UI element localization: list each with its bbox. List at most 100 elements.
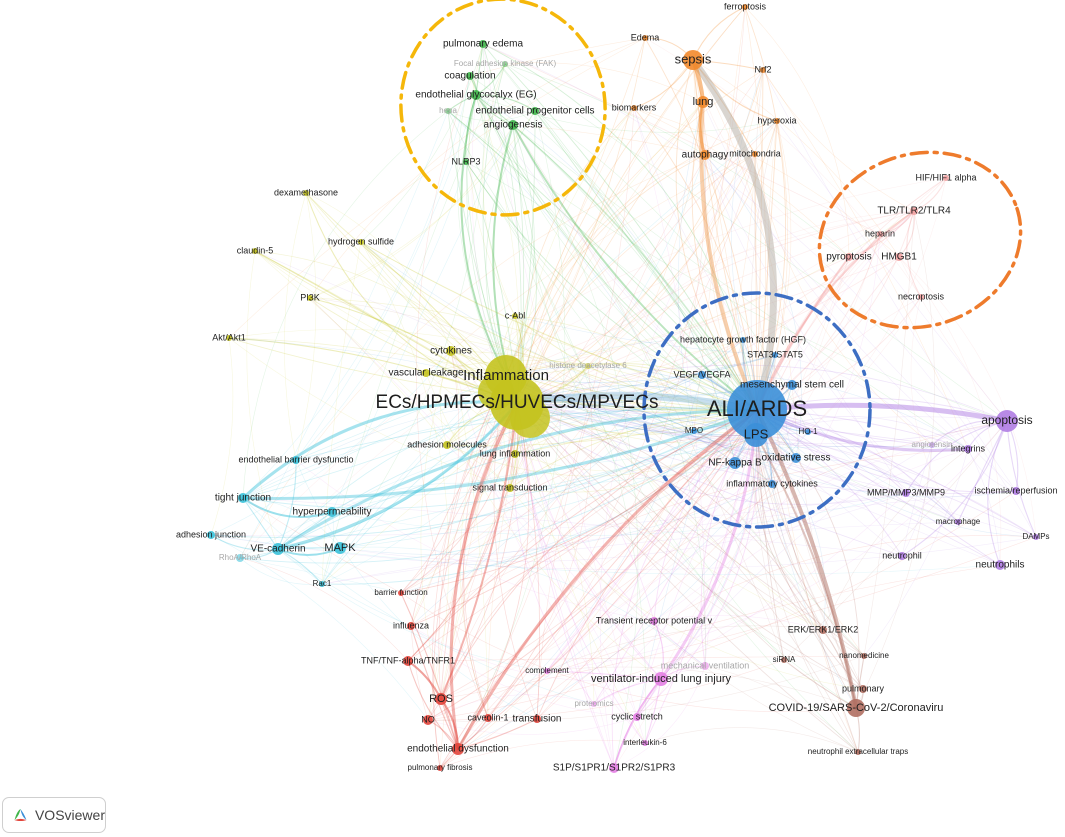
node-bubble[interactable] [697,96,709,108]
node-bubble[interactable] [510,398,550,438]
node-bubble[interactable] [861,653,867,659]
node-label[interactable]: heparin [865,228,895,238]
node-bubble[interactable] [791,453,801,463]
node-bubble[interactable] [742,4,748,10]
node-label[interactable]: adhesion junction [176,529,246,539]
node-label[interactable]: Rac1 [313,579,332,588]
node-label[interactable]: pulmonary fibrosis [408,763,473,772]
node-bubble[interactable] [847,699,865,717]
node-label[interactable]: claudin-5 [237,245,274,255]
node-bubble[interactable] [479,40,487,48]
node-bubble[interactable] [774,118,780,124]
node-bubble[interactable] [895,253,903,261]
node-bubble[interactable] [445,108,451,114]
node-bubble[interactable] [358,239,364,245]
node-label[interactable]: influenza [393,620,429,630]
node-bubble[interactable] [533,715,541,723]
node-bubble[interactable] [877,231,883,237]
node-bubble[interactable] [484,714,492,722]
node-label[interactable]: NO [421,714,435,724]
node-label[interactable]: hydrogen sulfide [328,236,394,246]
node-bubble[interactable] [292,456,300,464]
node-bubble[interactable] [996,410,1018,432]
node-label[interactable]: ERK/ERK1/ERK2 [788,624,859,634]
node-label[interactable]: transfusion [513,714,562,725]
node-label[interactable]: sepsis [675,51,712,66]
node-label[interactable]: PI3K [300,292,320,302]
node-bubble[interactable] [740,337,746,343]
node-label[interactable]: neutrophil extracellular traps [808,747,909,756]
node-bubble[interactable] [319,581,325,587]
node-bubble[interactable] [772,352,778,358]
node-label[interactable]: macrophage [936,517,981,526]
node-label[interactable]: endothelial glycocalyx (EG) [415,90,536,101]
node-label[interactable]: neutrophils [976,560,1025,571]
node-bubble[interactable] [307,295,313,301]
node-bubble[interactable] [327,507,337,517]
node-bubble[interactable] [511,450,519,458]
node-label[interactable]: interleukin-6 [623,738,667,747]
node-bubble[interactable] [502,61,508,67]
node-bubble[interactable] [910,207,918,215]
node-bubble[interactable] [303,190,309,196]
node-label[interactable]: ECs/HPMECs/HUVECs/MPVECs [376,392,659,413]
node-label[interactable]: caveolin-1 [467,712,508,722]
node-label[interactable]: angiogenesis [484,120,543,131]
node-label[interactable]: inflammatory cytokines [726,478,818,488]
node-label[interactable]: necroptosis [898,291,945,301]
node-label[interactable]: hyperoxia [757,115,796,125]
node-label[interactable]: Nrf2 [754,64,771,74]
node-label[interactable]: MAPK [324,542,356,554]
node-label[interactable]: hepatocyte growth factor (HGF) [680,334,806,344]
node-bubble[interactable] [929,442,935,448]
node-bubble[interactable] [531,107,539,115]
node-label[interactable]: MPO [685,426,703,435]
node-bubble[interactable] [207,531,215,539]
node-label[interactable]: ischemia/reperfusion [974,485,1057,495]
node-label[interactable]: pulmonary edema [443,39,523,50]
node-bubble[interactable] [471,90,481,100]
node-bubble[interactable] [463,159,469,165]
node-bubble[interactable] [398,590,404,596]
node-label[interactable]: Inflammation [463,367,549,384]
node-label[interactable]: histone deacetylase 6 [549,361,627,370]
node-label[interactable]: neutrophil [882,550,922,560]
node-bubble[interactable] [544,668,550,674]
node-label[interactable]: Akt/Akt1 [212,332,246,342]
node-label[interactable]: cyclic stretch [611,711,663,721]
node-label[interactable]: HIF/HIF1 alpha [915,172,976,182]
node-bubble[interactable] [631,105,637,111]
node-bubble[interactable] [902,489,910,497]
node-label[interactable]: apoptosis [981,413,1032,427]
node-label[interactable]: ferroptosis [724,1,767,11]
node-label[interactable]: STAT3/STAT5 [747,349,803,359]
node-bubble[interactable] [760,67,766,73]
node-bubble[interactable] [443,441,451,449]
node-bubble[interactable] [752,151,758,157]
node-bubble[interactable] [964,445,972,453]
node-bubble[interactable] [650,617,658,625]
node-bubble[interactable] [506,484,514,492]
node-bubble[interactable] [855,749,861,755]
node-bubble[interactable] [727,380,787,440]
node-bubble[interactable] [683,50,703,70]
node-bubble[interactable] [845,253,853,261]
node-label[interactable]: VEGF/VEGFA [673,369,730,379]
node-bubble[interactable] [226,335,232,341]
node-label[interactable]: oxidative stress [762,453,831,464]
node-label[interactable]: nanomedicine [839,651,889,660]
node-label[interactable]: DAMPs [1022,532,1049,541]
node-bubble[interactable] [642,740,648,746]
node-bubble[interactable] [446,346,456,356]
node-label[interactable]: mechanical ventilation [661,660,750,670]
node-bubble[interactable] [236,554,244,562]
node-bubble[interactable] [654,672,668,686]
node-label[interactable]: mesenchymal stem cell [740,380,844,391]
node-label[interactable]: MMP/MMP3/MMP9 [867,487,945,497]
node-bubble[interactable] [819,626,827,634]
node-label[interactable]: barrier function [374,588,427,597]
node-bubble[interactable] [691,428,697,434]
node-label[interactable]: endothelial progenitor cells [476,106,595,117]
node-bubble[interactable] [859,685,867,693]
node-bubble[interactable] [1012,487,1020,495]
